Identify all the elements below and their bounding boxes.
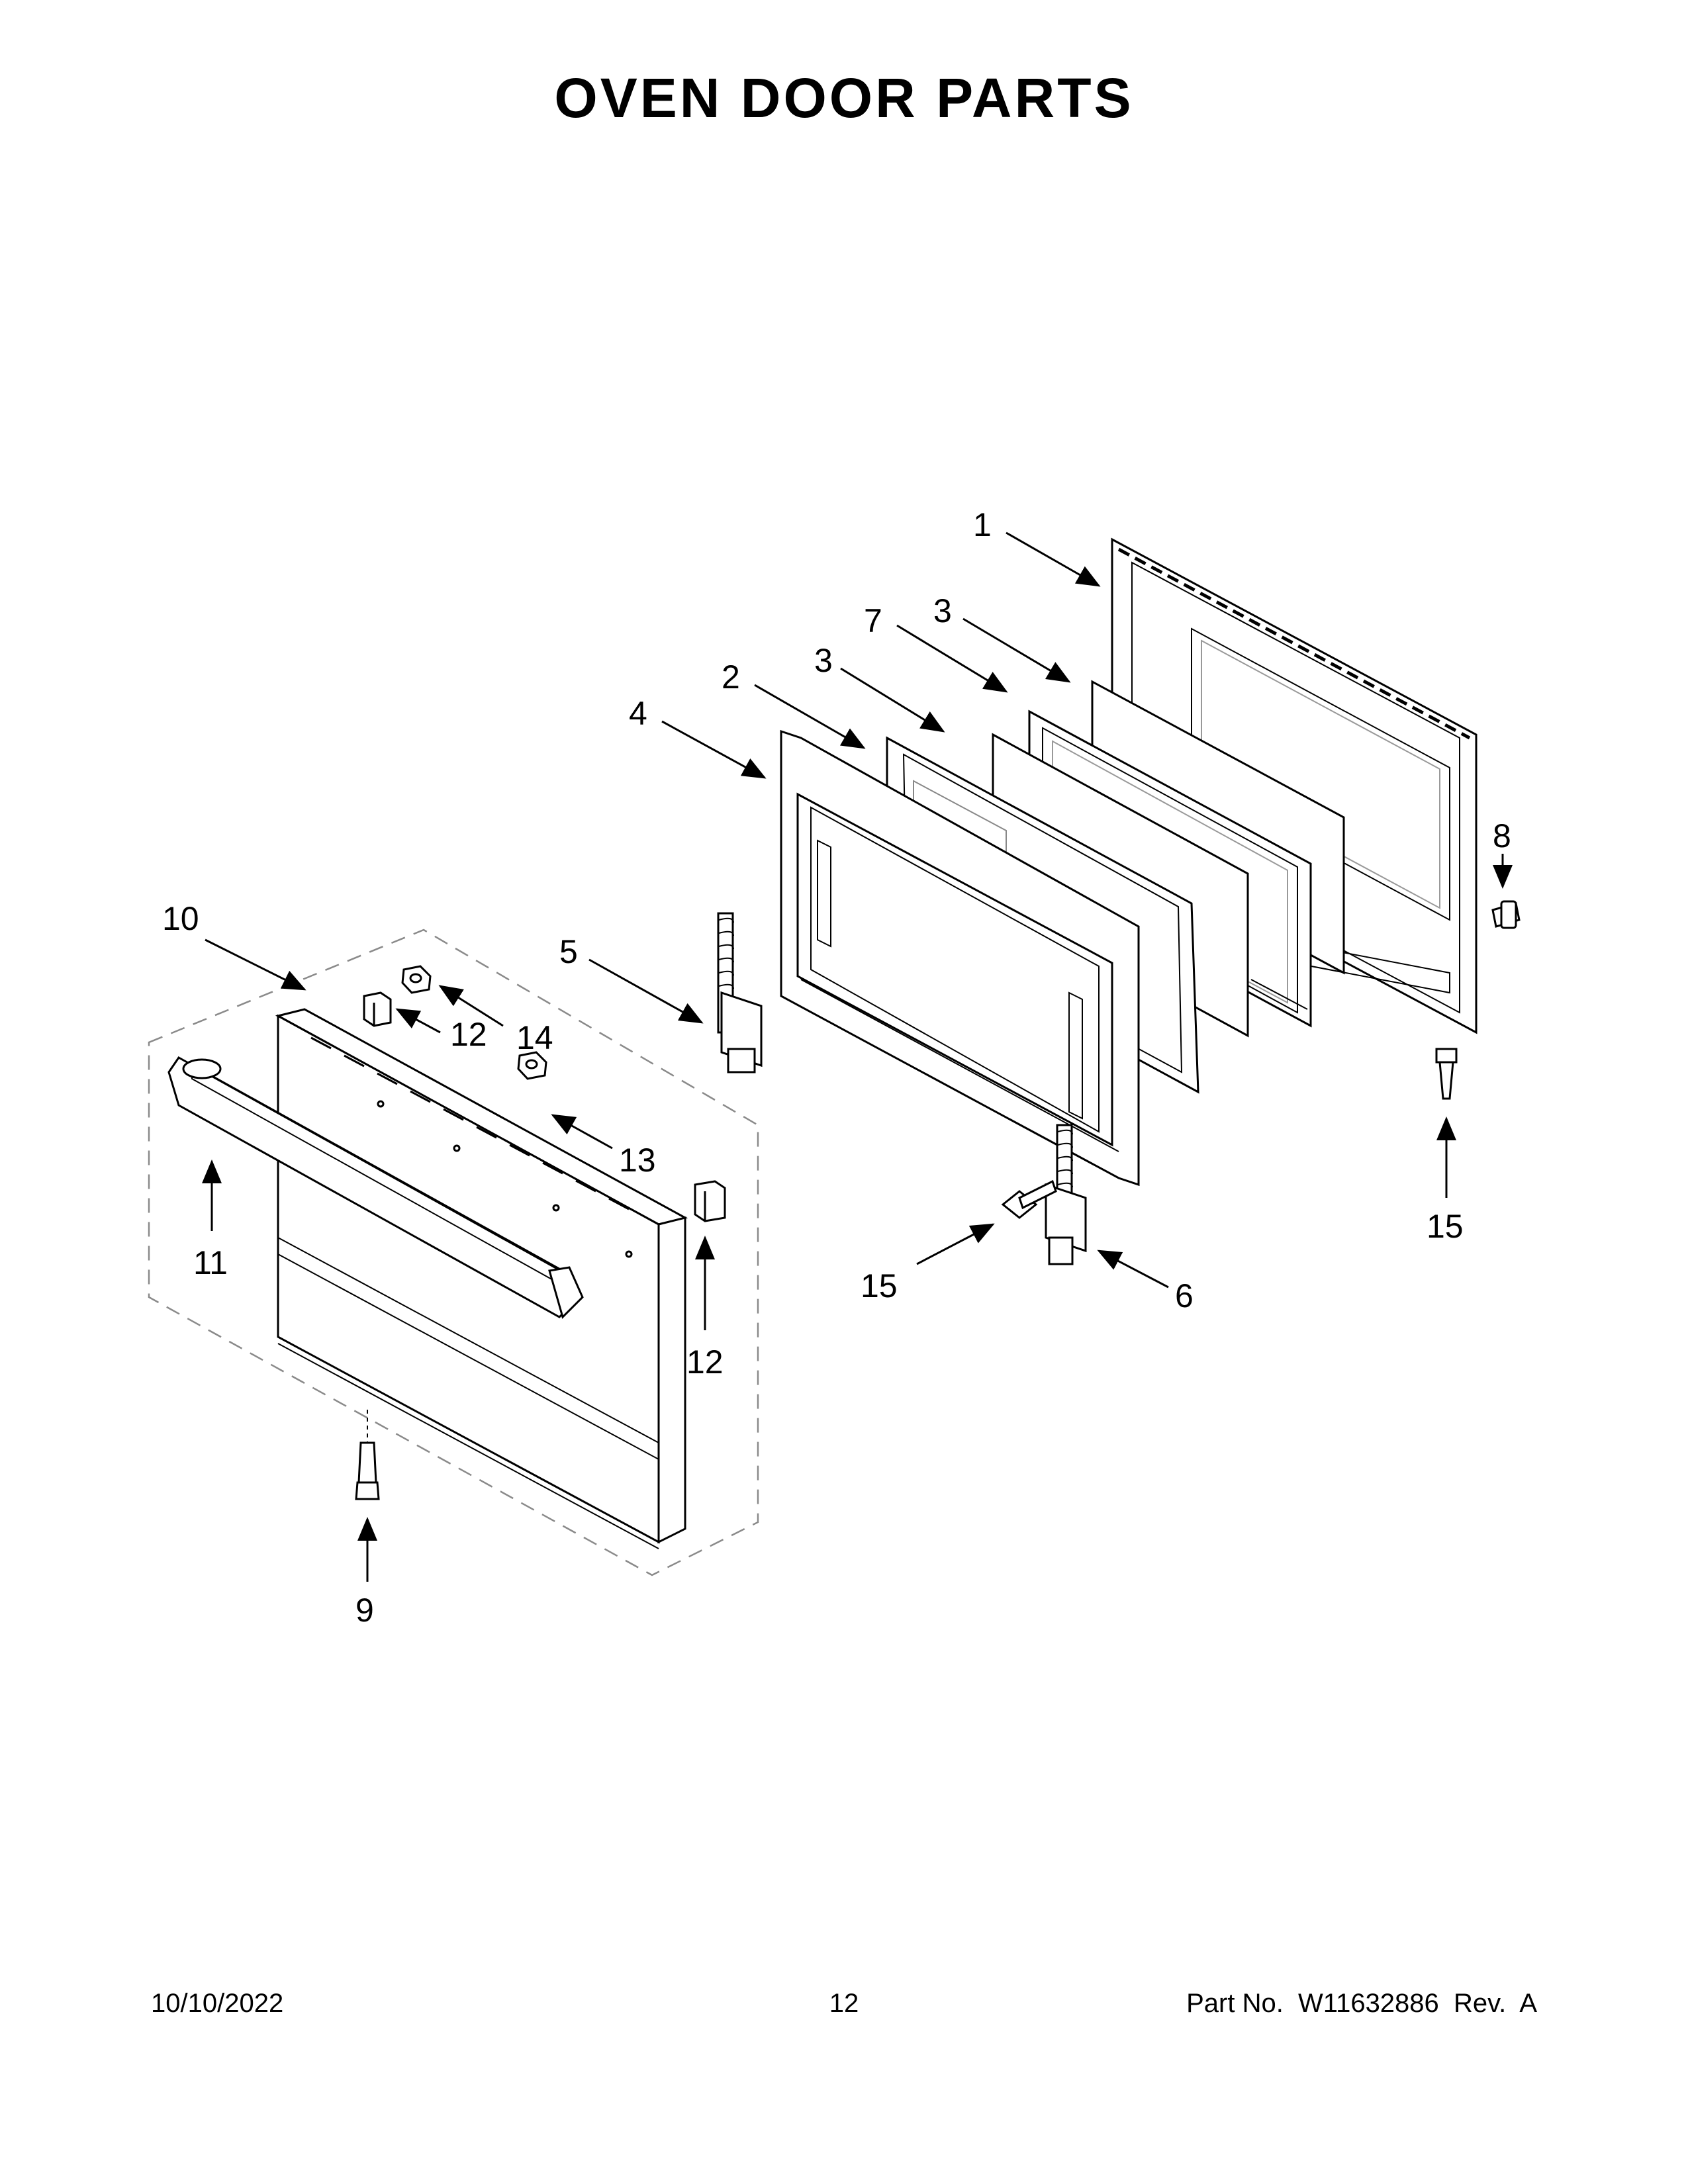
part-15-screw-right	[1435, 1048, 1458, 1100]
callout-5: 5	[559, 933, 578, 970]
callout-9: 9	[355, 1592, 374, 1629]
callout-11: 11	[193, 1244, 228, 1281]
callout-15-right: 15	[1427, 1208, 1464, 1245]
part-4-outer-frame	[780, 729, 1140, 1187]
callout-labels: 1 2 3 3 4 5 6 7 8 9 10 11 12 12 13 14 15…	[162, 506, 1511, 1629]
callout-1: 1	[973, 506, 992, 543]
part-12-bracket-top	[363, 991, 392, 1027]
callout-12-right: 12	[686, 1343, 724, 1381]
door-vent-slots	[310, 1036, 633, 1258]
part-8-screw	[1491, 900, 1521, 929]
part-13-nut	[517, 1051, 547, 1080]
callout-leaders	[202, 531, 1513, 1582]
part-15-screw-center	[1001, 1179, 1057, 1219]
part-14-nut	[401, 965, 432, 994]
callout-6: 6	[1175, 1277, 1194, 1314]
part-5-left-hinge	[717, 912, 763, 1073]
callout-3-front: 3	[814, 642, 833, 679]
callout-15-center: 15	[861, 1267, 898, 1304]
callout-7: 7	[864, 602, 882, 639]
outer-door-panel	[275, 1008, 688, 1549]
part-11-door-handle	[167, 1056, 584, 1319]
page-title: OVEN DOOR PARTS	[554, 67, 1134, 129]
part-10-outer-door-assembly-outline	[148, 929, 759, 1576]
callout-2: 2	[722, 659, 740, 696]
callout-3-rear: 3	[933, 592, 952, 629]
part-6-right-hinge	[1045, 1124, 1087, 1265]
callout-8: 8	[1493, 817, 1511, 854]
footer-page-number: 12	[829, 1989, 859, 2018]
footer-date: 10/10/2022	[151, 1989, 284, 2018]
part-12-bracket-right	[694, 1180, 726, 1222]
callout-12-top: 12	[450, 1016, 487, 1053]
footer-part-number: Part No. W11632886 Rev. A	[1186, 1989, 1537, 2018]
callout-14: 14	[516, 1019, 553, 1056]
callout-13: 13	[619, 1142, 656, 1179]
callout-4: 4	[629, 695, 647, 732]
part-9-screw	[355, 1410, 380, 1500]
callout-10: 10	[162, 900, 199, 937]
